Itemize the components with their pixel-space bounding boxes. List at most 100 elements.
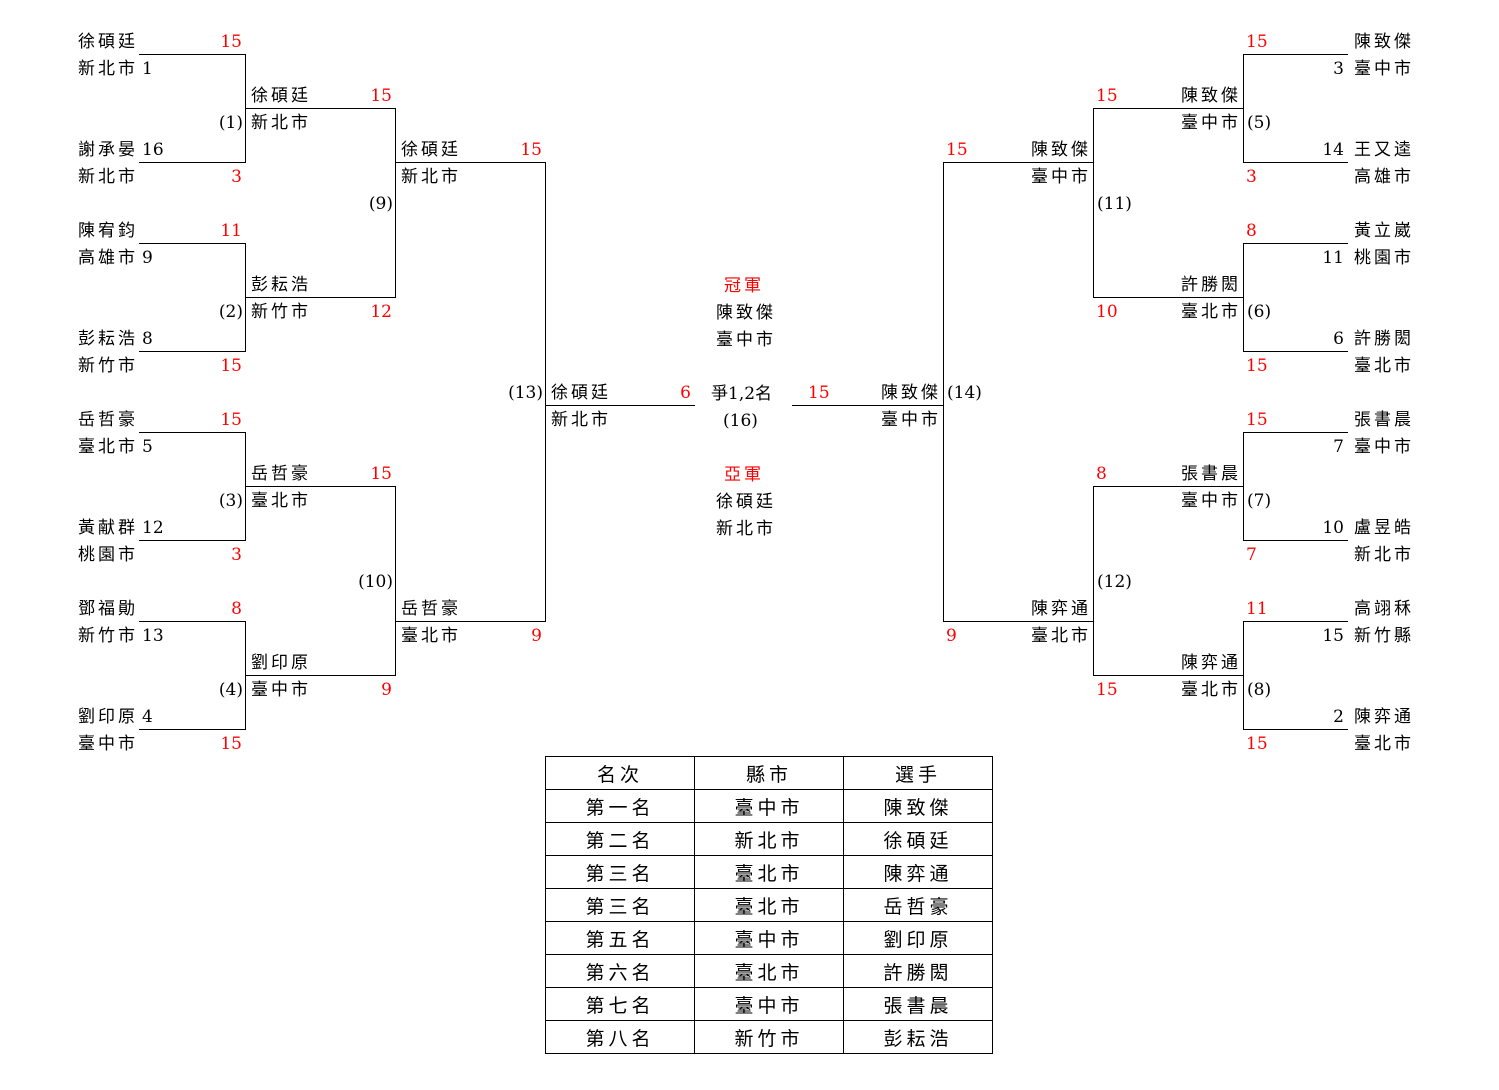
player-city: 臺中市 bbox=[1181, 491, 1241, 511]
seed-number: 7 bbox=[1333, 437, 1344, 457]
bracket-line bbox=[395, 162, 545, 163]
score: 15 bbox=[1246, 356, 1268, 376]
table-cell: 第三名 bbox=[545, 888, 695, 922]
score: 9 bbox=[381, 680, 392, 700]
bracket-line bbox=[1243, 243, 1348, 244]
bracket-line bbox=[245, 108, 395, 109]
score: 15 bbox=[220, 32, 242, 52]
player-city: 臺中市 bbox=[881, 410, 941, 430]
player-name: 彭耘浩 bbox=[78, 329, 138, 349]
score: 15 bbox=[808, 383, 830, 403]
bracket-line bbox=[1093, 108, 1094, 298]
bracket-line bbox=[545, 162, 546, 622]
ranking-table: 名次縣市選手第一名臺中市陳致傑第二名新北市徐碩廷第三名臺北市陳弈通第三名臺北市岳… bbox=[545, 756, 993, 1054]
table-cell: 第五名 bbox=[545, 921, 695, 955]
score: 9 bbox=[946, 626, 957, 646]
player-name: 徐碩廷 bbox=[251, 86, 311, 106]
seed-number: 15 bbox=[1322, 626, 1344, 646]
seed-number: 3 bbox=[1333, 59, 1344, 79]
bracket-line bbox=[943, 162, 944, 622]
player-city: 新竹市 bbox=[78, 626, 138, 646]
seed-number: 4 bbox=[142, 707, 153, 727]
bracket-line bbox=[395, 621, 545, 622]
bracket-line bbox=[139, 162, 245, 163]
player-name: 謝承晏 bbox=[78, 140, 138, 160]
player-name: 彭耘浩 bbox=[251, 275, 311, 295]
bracket-line bbox=[943, 162, 1093, 163]
seed-number: 6 bbox=[1333, 329, 1344, 349]
final-line-left bbox=[545, 405, 695, 406]
player-city: 臺中市 bbox=[78, 734, 138, 754]
score: 12 bbox=[370, 302, 392, 322]
column-header: 縣市 bbox=[694, 756, 844, 790]
runnerup-city: 新北市 bbox=[716, 519, 776, 539]
match-number: (2) bbox=[218, 302, 243, 322]
bracket-line bbox=[1243, 432, 1348, 433]
player-name: 徐碩廷 bbox=[551, 383, 611, 403]
seed-number: 16 bbox=[142, 140, 164, 160]
match-number: (13) bbox=[508, 383, 543, 403]
score: 3 bbox=[231, 167, 242, 187]
score: 3 bbox=[1246, 167, 1257, 187]
player-city: 臺北市 bbox=[1354, 734, 1414, 754]
seed-number: 2 bbox=[1333, 707, 1344, 727]
bracket-line bbox=[1243, 54, 1348, 55]
table-cell: 陳弈通 bbox=[843, 855, 993, 889]
final-match-number: (16) bbox=[723, 411, 758, 431]
player-city: 臺北市 bbox=[1354, 356, 1414, 376]
player-name: 岳哲豪 bbox=[251, 464, 311, 484]
match-number: (8) bbox=[1247, 680, 1272, 700]
score: 3 bbox=[231, 545, 242, 565]
table-cell: 岳哲豪 bbox=[843, 888, 993, 922]
score: 15 bbox=[1246, 734, 1268, 754]
score: 7 bbox=[1246, 545, 1257, 565]
player-city: 新北市 bbox=[1354, 545, 1414, 565]
table-cell: 陳致傑 bbox=[843, 789, 993, 823]
bracket-line bbox=[1243, 54, 1244, 163]
table-cell: 臺北市 bbox=[694, 888, 844, 922]
table-cell: 新北市 bbox=[694, 822, 844, 856]
table-row: 第三名臺北市陳弈通 bbox=[545, 855, 993, 889]
player-city: 桃園市 bbox=[78, 545, 138, 565]
player-name: 劉印原 bbox=[251, 653, 311, 673]
player-city: 新北市 bbox=[251, 113, 311, 133]
player-city: 桃園市 bbox=[1354, 248, 1414, 268]
bracket-line bbox=[395, 108, 396, 298]
match-number: (9) bbox=[368, 193, 393, 214]
match-number: (5) bbox=[1247, 113, 1272, 133]
table-row: 第五名臺中市劉印原 bbox=[545, 921, 993, 955]
player-name: 鄧福勛 bbox=[78, 599, 138, 619]
match-number: (11) bbox=[1097, 193, 1132, 214]
score: 15 bbox=[370, 464, 392, 484]
score: 8 bbox=[1246, 221, 1257, 241]
player-city: 臺北市 bbox=[78, 437, 138, 457]
table-header-row: 名次縣市選手 bbox=[545, 756, 993, 790]
match-number: (7) bbox=[1247, 491, 1272, 511]
player-city: 新北市 bbox=[551, 410, 611, 430]
bracket-line bbox=[1243, 351, 1348, 352]
player-name: 陳宥鈞 bbox=[78, 221, 138, 241]
bracket-line bbox=[245, 297, 395, 298]
player-city: 高雄市 bbox=[78, 248, 138, 268]
table-row: 第三名臺北市岳哲豪 bbox=[545, 888, 993, 922]
bracket-line bbox=[1243, 540, 1348, 541]
player-name: 陳弈通 bbox=[1181, 653, 1241, 673]
player-name: 劉印原 bbox=[78, 707, 138, 727]
player-name: 徐碩廷 bbox=[401, 140, 461, 160]
player-name: 陳致傑 bbox=[1031, 140, 1091, 160]
bracket-line bbox=[139, 729, 245, 730]
table-cell: 臺北市 bbox=[694, 954, 844, 988]
bracket-line bbox=[139, 351, 245, 352]
player-city: 新北市 bbox=[401, 167, 461, 187]
player-city: 高雄市 bbox=[1354, 167, 1414, 187]
table-cell: 劉印原 bbox=[843, 921, 993, 955]
match-number: (12) bbox=[1097, 571, 1132, 592]
table-row: 第二名新北市徐碩廷 bbox=[545, 822, 993, 856]
final-line-right bbox=[792, 405, 943, 406]
runnerup-name: 徐碩廷 bbox=[716, 492, 776, 512]
bracket-line bbox=[245, 675, 395, 676]
bracket-line bbox=[1243, 432, 1244, 541]
seed-number: 9 bbox=[142, 248, 153, 268]
player-city: 臺北市 bbox=[1031, 626, 1091, 646]
player-name: 張書晨 bbox=[1354, 410, 1414, 430]
